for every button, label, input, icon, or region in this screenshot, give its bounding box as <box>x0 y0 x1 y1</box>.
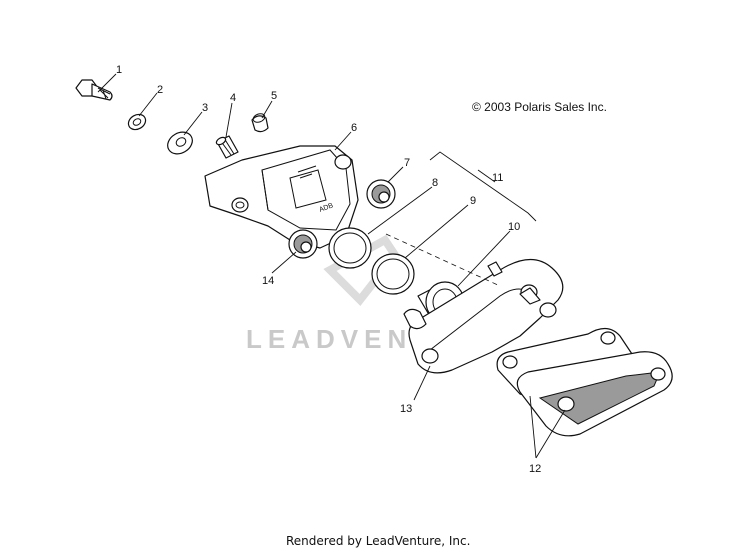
part-13-bracket[interactable] <box>403 258 564 374</box>
callout-1: 1 <box>116 64 122 76</box>
callout-2: 2 <box>157 84 163 96</box>
callout-11: 11 <box>492 172 503 184</box>
footer-credit: Rendered by LeadVenture, Inc. <box>286 534 470 548</box>
callout-6: 6 <box>351 122 357 134</box>
callout-14: 14 <box>262 275 274 287</box>
centerline <box>385 233 501 287</box>
part-5-cap[interactable] <box>251 112 269 133</box>
part-4-bleeder[interactable] <box>215 135 239 159</box>
leader-lines <box>97 73 566 459</box>
svg-text:ADB: ADB <box>318 202 334 214</box>
callout-13: 13 <box>400 403 412 415</box>
part-7-boot[interactable] <box>366 179 396 209</box>
part-3-flat-washer[interactable] <box>164 128 197 158</box>
callout-7: 7 <box>404 157 410 169</box>
callout-3: 3 <box>202 102 208 114</box>
part-1-bolt[interactable] <box>75 79 113 101</box>
part-14-boot[interactable] <box>288 229 318 259</box>
callout-12: 12 <box>529 463 541 475</box>
callouts: 1 2 3 4 5 6 7 8 9 10 11 12 13 14 <box>116 64 541 475</box>
part-9-dust-seal[interactable] <box>371 253 415 295</box>
part-8-square-ring[interactable] <box>328 227 372 269</box>
copyright-text: © 2003 Polaris Sales Inc. <box>472 100 607 114</box>
part-6-caliper-body[interactable]: ADB <box>204 145 359 249</box>
callout-5: 5 <box>271 90 277 102</box>
part-2-lock-washer[interactable] <box>126 111 149 132</box>
callout-4: 4 <box>230 92 236 104</box>
part-12-brake-pads[interactable] <box>496 327 673 437</box>
callout-8: 8 <box>432 177 438 189</box>
callout-9: 9 <box>470 195 476 207</box>
callout-10: 10 <box>508 221 520 233</box>
